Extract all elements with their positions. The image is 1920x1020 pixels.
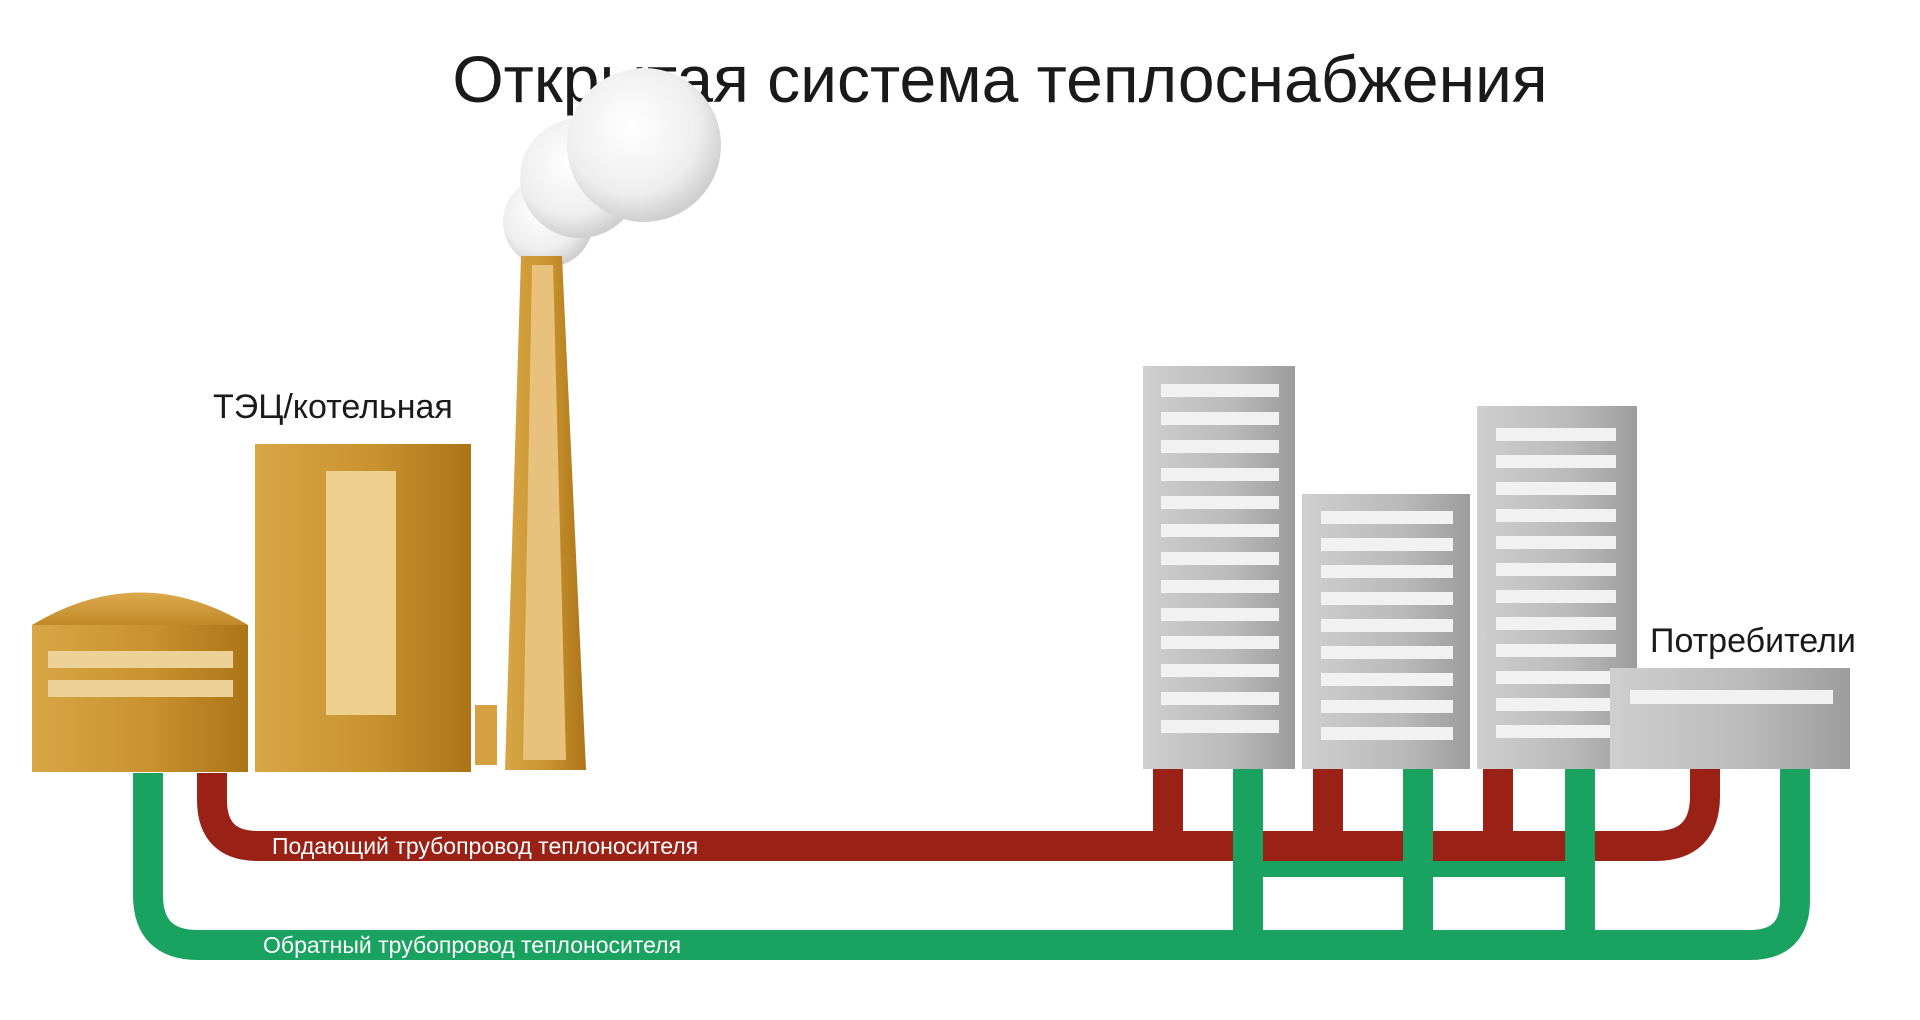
window-icon [1496,671,1616,684]
return-chevron-icon [1102,932,1128,958]
supply-flow-arrows [790,833,1167,859]
supply-pipe [197,768,1720,861]
building-icon [1610,668,1850,769]
return-chevron-icon [1141,932,1167,958]
window-icon [1321,673,1453,686]
supply-chevron-icon [868,833,894,859]
smoke-icon [503,68,721,267]
window-icon [1161,692,1279,705]
boiler-building-icon [255,444,471,772]
window-icon [1321,511,1453,524]
window-icon [1321,592,1453,605]
return-chevron-icon [790,932,816,958]
supply-pipe-label: Подающий трубопровод теплоносителя [272,833,698,859]
window-icon [1321,646,1453,659]
window-icon [1161,496,1279,509]
return-chevron-icon [868,932,894,958]
window-icon [1161,608,1279,621]
window-icon [1496,725,1616,738]
window-icon [1161,580,1279,593]
supply-chevron-icon [985,833,1011,859]
return-chevron-icon [985,932,1011,958]
window-icon [1161,524,1279,537]
window-icon [1321,727,1453,740]
window-icon [1161,552,1279,565]
window-icon [1161,720,1279,733]
window-icon [1496,509,1616,522]
supply-chevron-icon [1141,833,1167,859]
window-icon [1161,664,1279,677]
return-flow-arrows [790,932,1245,958]
return-chevron-icon [1180,932,1206,958]
supply-chevron-icon [1024,833,1050,859]
window-icon [1161,468,1279,481]
window-icon [1496,617,1616,630]
return-chevron-icon [1219,932,1245,958]
window-icon [1496,698,1616,711]
return-chevron-icon [946,932,972,958]
window-icon [1321,619,1453,632]
window-icon [1321,538,1453,551]
return-pipe-label: Обратный трубопровод теплоносителя [263,932,681,958]
window-icon [1496,536,1616,549]
supply-chevron-icon [907,833,933,859]
building-icon [1143,366,1295,769]
pipe-crossings [1233,831,1595,861]
return-chevron-icon [1063,932,1089,958]
consumers-label: Потребители [1650,622,1856,660]
plant-group: ТЭЦ/котельная [32,68,721,772]
window-icon [1496,590,1616,603]
window-icon [1161,384,1279,397]
consumers-group: Потребители [1143,366,1856,769]
building-icon [1302,494,1470,769]
supply-chevron-icon [946,833,972,859]
supply-chevron-icon [829,833,855,859]
supply-chevron-icon [1063,833,1089,859]
window-icon [1161,636,1279,649]
chimney-icon [475,256,586,770]
return-chevron-icon [1024,932,1050,958]
window-icon [1321,700,1453,713]
window-icon [1161,440,1279,453]
plant-label: ТЭЦ/котельная [213,388,453,426]
window-icon [1161,412,1279,425]
supply-chevron-icon [1102,833,1128,859]
window-icon [1496,455,1616,468]
window-icon [1496,563,1616,576]
window-icon [1496,428,1616,441]
window-icon [1496,644,1616,657]
window-icon [1321,565,1453,578]
supply-chevron-icon [790,833,816,859]
return-chevron-icon [907,932,933,958]
return-chevron-icon [829,932,855,958]
window-icon [1496,482,1616,495]
storage-building-icon [32,592,248,772]
